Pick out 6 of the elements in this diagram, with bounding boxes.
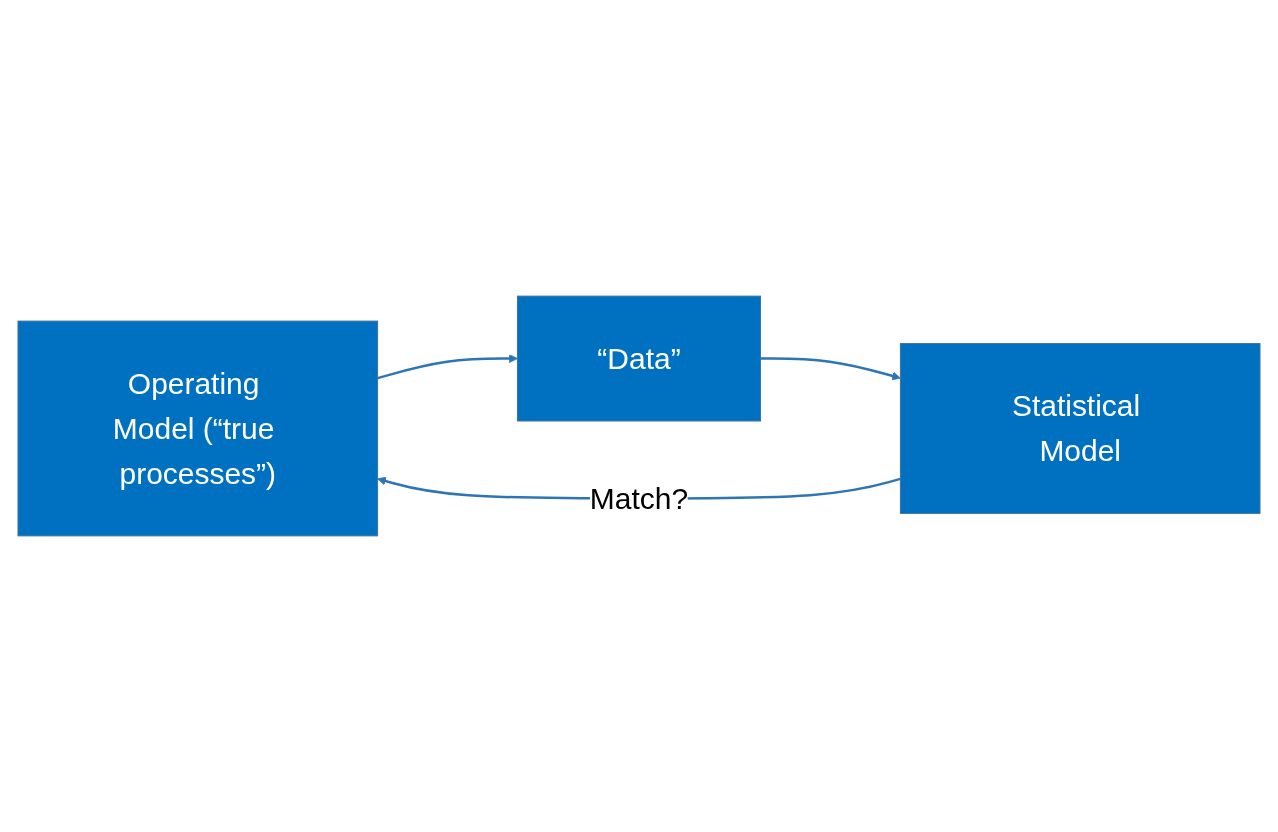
node-box: Operating Model (“true processes”) <box>17 320 379 537</box>
arrow <box>377 354 518 380</box>
edge-label: Match? <box>589 481 689 515</box>
node-box: “Data” <box>516 295 762 422</box>
arrow <box>760 357 901 381</box>
node-box: Statistical Model <box>899 343 1261 514</box>
